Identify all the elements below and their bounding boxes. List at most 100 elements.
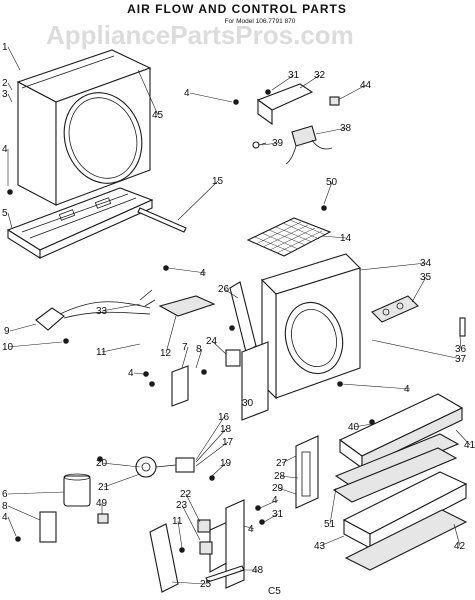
leader-line-c25: [171, 581, 207, 585]
leader-line-c10: [7, 341, 63, 348]
leader-line-c32: [299, 74, 321, 89]
leader-line-c26: [223, 288, 239, 299]
motor-bracket-part[interactable]: [371, 295, 419, 323]
filter-grid-part[interactable]: [246, 217, 332, 257]
switch-part[interactable]: [285, 125, 333, 165]
filter-mesh-part[interactable]: [332, 433, 460, 503]
leader-line-c16: [195, 416, 225, 461]
callout-label-c14: 14: [340, 233, 352, 244]
leader-line-c12: [165, 315, 177, 354]
leader-line-c6: [7, 491, 65, 495]
control-panel-part[interactable]: [197, 499, 245, 589]
callout-label-c49: 49: [96, 498, 108, 509]
leader-line-c44: [337, 84, 367, 101]
leader-line-c14: [321, 235, 347, 239]
screw-icon: [163, 265, 169, 271]
callout-label-c29: 29: [272, 483, 284, 494]
leader-line-c36: [459, 335, 462, 350]
clip-part[interactable]: [459, 317, 466, 337]
callout-label-c4c: 4: [200, 268, 206, 279]
leader-line-c37: [371, 339, 462, 360]
leader-line-c18: [195, 428, 227, 463]
leader-line-c3: [7, 93, 13, 103]
callout-label-c4d: 4: [128, 368, 134, 379]
leader-line-c4d: [133, 372, 145, 375]
rod-part[interactable]: [137, 207, 187, 233]
callout-label-c48: 48: [252, 565, 264, 576]
leader-line-c17: [195, 441, 229, 467]
wire-harness-part[interactable]: [35, 289, 156, 331]
callout-label-c11a: 11: [96, 347, 107, 358]
callout-label-c51: 51: [324, 519, 336, 530]
leader-line-c50: [323, 181, 333, 205]
screw-icon: [201, 369, 207, 375]
relay-box-part[interactable]: [225, 341, 269, 421]
side-panel-part[interactable]: [149, 523, 179, 593]
callout-label-c4e: 4: [404, 384, 410, 395]
leader-lines: [7, 46, 471, 585]
leader-line-c4b: [189, 92, 233, 103]
callout-label-c30: 30: [242, 398, 254, 409]
top-cover-part[interactable]: [338, 393, 464, 470]
bracket-part[interactable]: [256, 83, 314, 126]
strap-part[interactable]: [39, 511, 57, 543]
callout-label-c31b: 31: [272, 509, 284, 520]
screw-icon: [209, 475, 215, 481]
fan-hub-part[interactable]: [135, 456, 195, 478]
lower-tray-part[interactable]: [342, 471, 468, 571]
callout-label-c36: 36: [455, 344, 467, 355]
leader-line-c21: [103, 473, 141, 488]
capacitor-part[interactable]: [63, 473, 109, 524]
callout-label-c19: 19: [220, 458, 232, 469]
callout-label-c50: 50: [326, 177, 338, 188]
callout-label-c32: 32: [314, 70, 326, 81]
base-tray-part[interactable]: [6, 187, 154, 259]
leader-line-c27: [281, 455, 297, 464]
callout-label-c39: 39: [272, 138, 284, 149]
leader-line-c31a: [271, 74, 295, 91]
callout-label-c15: 15: [212, 176, 224, 187]
leader-line-c42: [453, 523, 461, 547]
leader-line-c29: [277, 487, 297, 495]
leader-line-c8b: [7, 505, 41, 521]
leader-line-c34: [359, 262, 427, 271]
callout-label-c35: 35: [420, 272, 432, 283]
callout-label-c40: 40: [348, 422, 360, 433]
callout-label-c4h: 4: [248, 524, 254, 535]
callout-label-c27: 27: [276, 458, 288, 469]
screw-icon: [143, 371, 149, 377]
leader-line-c19: [211, 462, 227, 477]
leader-line-c38: [315, 127, 347, 135]
leader-line-c4g: [7, 516, 17, 537]
mounting-plate-part[interactable]: [158, 295, 216, 317]
knob-part[interactable]: [329, 96, 340, 106]
callout-label-c41: 41: [464, 440, 475, 451]
leader-line-c23: [181, 504, 201, 541]
callout-label-c12: 12: [160, 348, 172, 359]
callout-label-c9: 9: [4, 326, 10, 337]
leader-line-c11a: [101, 343, 141, 353]
leader-line-c15: [177, 180, 219, 221]
callout-label-c11b: 11: [172, 516, 183, 527]
leader-line-c28: [279, 475, 299, 479]
leader-line-c43: [319, 535, 345, 547]
callout-label-c8: 8: [196, 344, 202, 355]
callout-label-c4b: 4: [184, 88, 190, 99]
callout-label-c45: 45: [152, 110, 164, 121]
callout-label-c38: 38: [340, 123, 352, 134]
callout-label-c4a: 4: [2, 144, 8, 155]
screw-icon: [233, 99, 239, 105]
screw-icon: [179, 547, 185, 553]
blower-housing-part[interactable]: [260, 253, 362, 400]
screw-39-part[interactable]: [252, 141, 267, 149]
cover-7-part[interactable]: [171, 365, 189, 407]
callout-label-c4f: 4: [272, 495, 278, 506]
leader-line-c33: [101, 303, 141, 312]
duct-panel-part[interactable]: [295, 435, 319, 509]
callout-label-c1: 1: [2, 42, 8, 53]
leader-line-c31b: [263, 513, 279, 523]
screw-icon: [229, 325, 235, 331]
vane-part[interactable]: [229, 281, 257, 353]
front-bezel-part[interactable]: [16, 49, 153, 206]
